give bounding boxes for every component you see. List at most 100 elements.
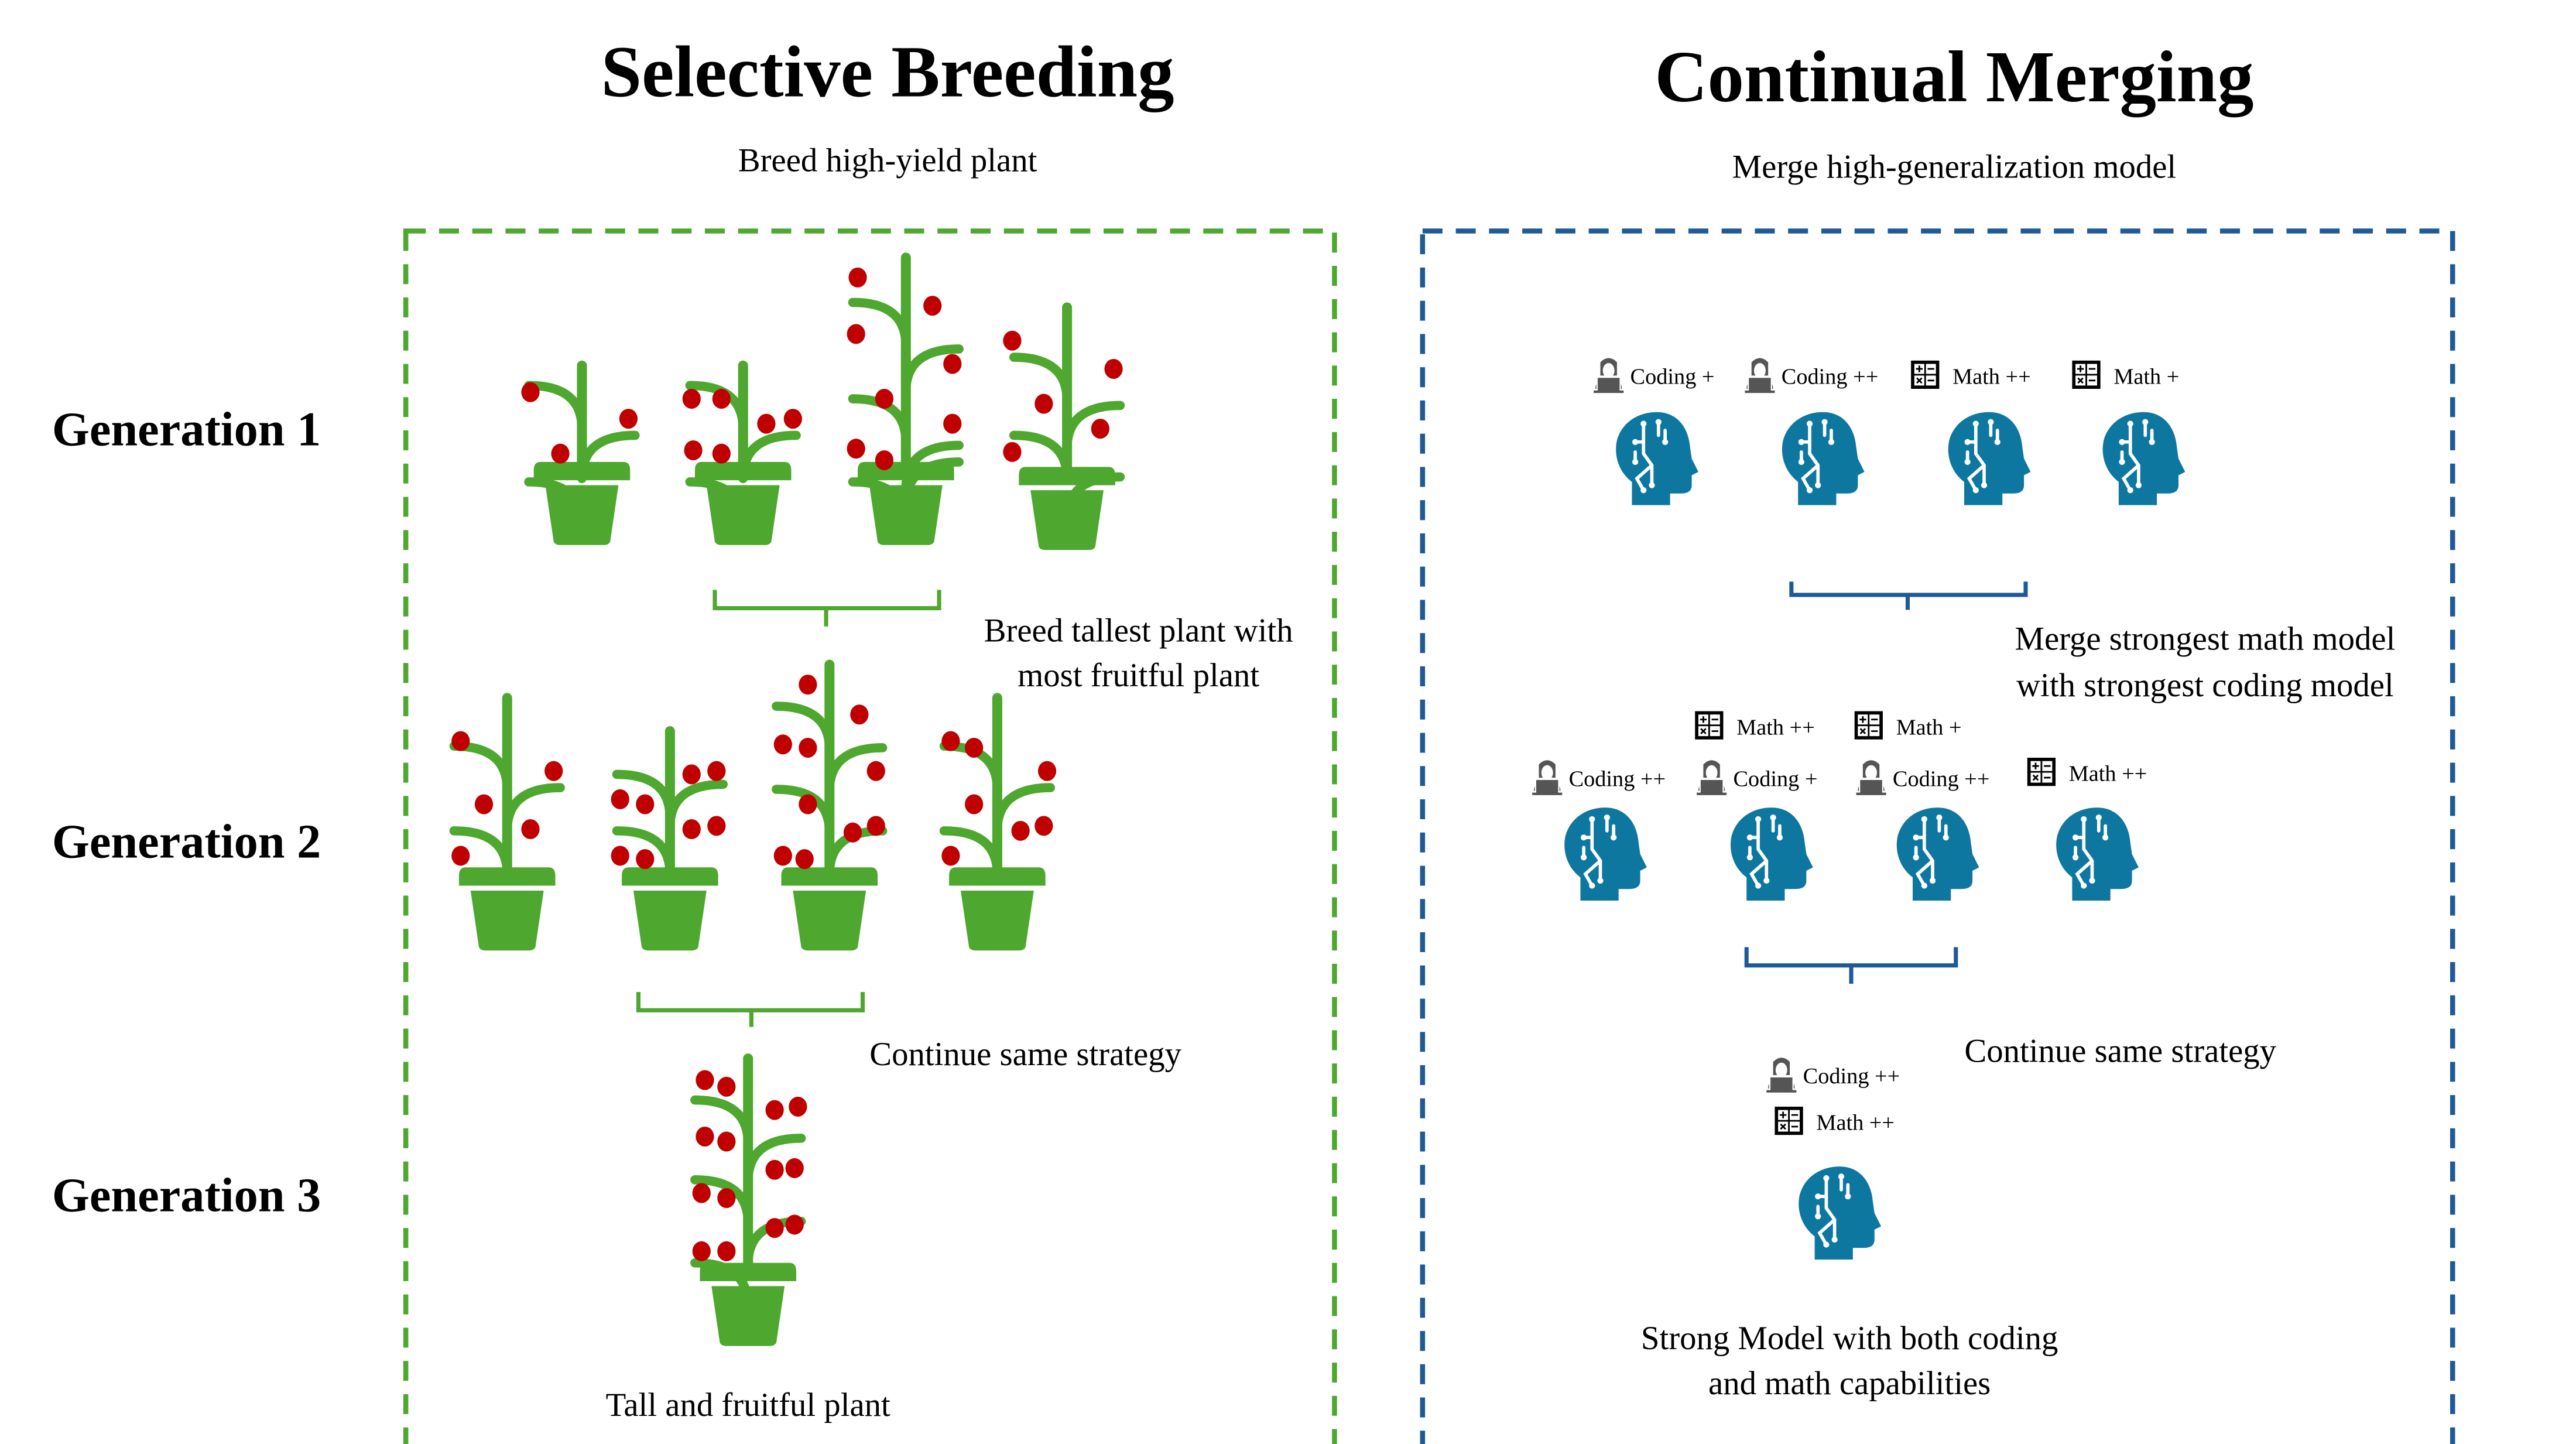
fruit (1003, 442, 1022, 462)
branch (690, 1258, 753, 1311)
fruit (765, 1218, 784, 1238)
coder-icon (1766, 1058, 1797, 1093)
branch (612, 826, 675, 879)
branch (1062, 401, 1125, 453)
branch (824, 743, 888, 796)
capability-tag: Math ++ (1775, 1106, 1895, 1135)
fruit (551, 443, 570, 464)
branch (449, 826, 512, 879)
left-subtitle: Breed high-yield plant (738, 142, 1037, 179)
fruit (696, 1126, 714, 1147)
branch (524, 381, 587, 433)
capability-tag: Math + (1854, 711, 1962, 740)
ai-model-head-icon (1564, 807, 1647, 901)
ai-model-head-icon (1782, 412, 1865, 505)
coder-icon (1594, 358, 1624, 393)
fruit (707, 761, 726, 781)
models-group: Coding + Coding ++ Math ++ Math + Coding ++ M… (1532, 358, 2186, 1260)
plant (521, 360, 640, 545)
fruit (717, 1131, 736, 1152)
fruit (521, 819, 540, 840)
fruit (847, 324, 865, 344)
fruit (943, 413, 962, 434)
pot-body (793, 891, 866, 951)
fruit (692, 1183, 711, 1203)
capability-label: Coding ++ (1803, 1064, 1900, 1089)
calculator-icon (1854, 711, 1883, 740)
fruit (1034, 393, 1053, 414)
fruit (773, 734, 792, 755)
plant (847, 252, 964, 545)
ai-model-head-icon (1948, 412, 2031, 505)
fruit (611, 846, 629, 866)
generation-3-label: Generation 3 (52, 1169, 321, 1222)
generation-1-label: Generation 1 (52, 403, 321, 456)
fruit (474, 794, 494, 815)
fruit (707, 816, 726, 836)
ai-model-head-icon (1730, 807, 1813, 901)
branch (685, 477, 748, 530)
capability-label: Coding ++ (1782, 365, 1879, 389)
fruit (875, 389, 894, 409)
fruit (696, 1070, 714, 1090)
branch (1009, 353, 1072, 405)
left-step1-caption-line2: most fruitful plant (1018, 657, 1259, 694)
branch (901, 457, 964, 510)
ai-model-head-icon (2102, 412, 2186, 505)
fruit (611, 789, 629, 809)
branch (738, 430, 801, 484)
fruit (712, 389, 731, 409)
fruit (799, 794, 817, 815)
right-panel-border (1420, 228, 2455, 1444)
fruit (451, 731, 470, 751)
fruit (941, 846, 960, 866)
calculator-icon (1775, 1106, 1803, 1135)
fruit (636, 794, 655, 815)
capability-label: Math ++ (2069, 762, 2147, 786)
branch (901, 440, 964, 494)
fruit (795, 849, 814, 870)
branch (848, 477, 911, 530)
fruit (712, 443, 731, 464)
branch (449, 741, 512, 794)
fruit (1037, 761, 1057, 781)
fruit (765, 1100, 784, 1120)
fruit (1003, 330, 1022, 351)
branch (502, 783, 565, 836)
fruit (1091, 419, 1109, 439)
capability-tag: Coding ++ (1745, 358, 1878, 393)
fruit (544, 761, 563, 781)
bracket-gen2-right (1744, 947, 1958, 984)
bracket-gen2-left (636, 992, 865, 1027)
calculator-icon (2072, 360, 2101, 389)
right-title: Continual Merging (1654, 37, 2253, 118)
capability-label: Coding + (1630, 365, 1715, 389)
fruit (866, 761, 885, 781)
fruit (875, 450, 894, 471)
capability-tag: Math + (2072, 360, 2179, 389)
pot-body (633, 891, 707, 951)
fruit (717, 1241, 736, 1261)
fruit (965, 737, 984, 758)
pot-body (470, 891, 544, 951)
left-panel-border (403, 228, 1337, 1444)
fruit (923, 296, 942, 316)
fruit (682, 819, 701, 840)
capability-tag: Coding ++ (1766, 1058, 1900, 1093)
left-step1-caption-line1: Breed tallest plant with (984, 612, 1293, 649)
fruit (682, 389, 701, 409)
fruit (619, 409, 638, 429)
branch (577, 430, 640, 484)
capability-tag: Coding + (1594, 358, 1715, 393)
plant (1003, 302, 1125, 550)
fruit (866, 816, 885, 836)
capability-label: Math + (1896, 715, 1962, 740)
fruit (684, 440, 703, 461)
left-result-caption: Tall and fruitful plant (606, 1387, 890, 1424)
fruit (1104, 358, 1123, 379)
coder-icon (1856, 760, 1886, 795)
branch (665, 779, 728, 833)
capability-tag: Coding ++ (1532, 760, 1666, 795)
plants-group (449, 252, 1125, 1346)
ai-model-head-icon (2056, 807, 2139, 901)
